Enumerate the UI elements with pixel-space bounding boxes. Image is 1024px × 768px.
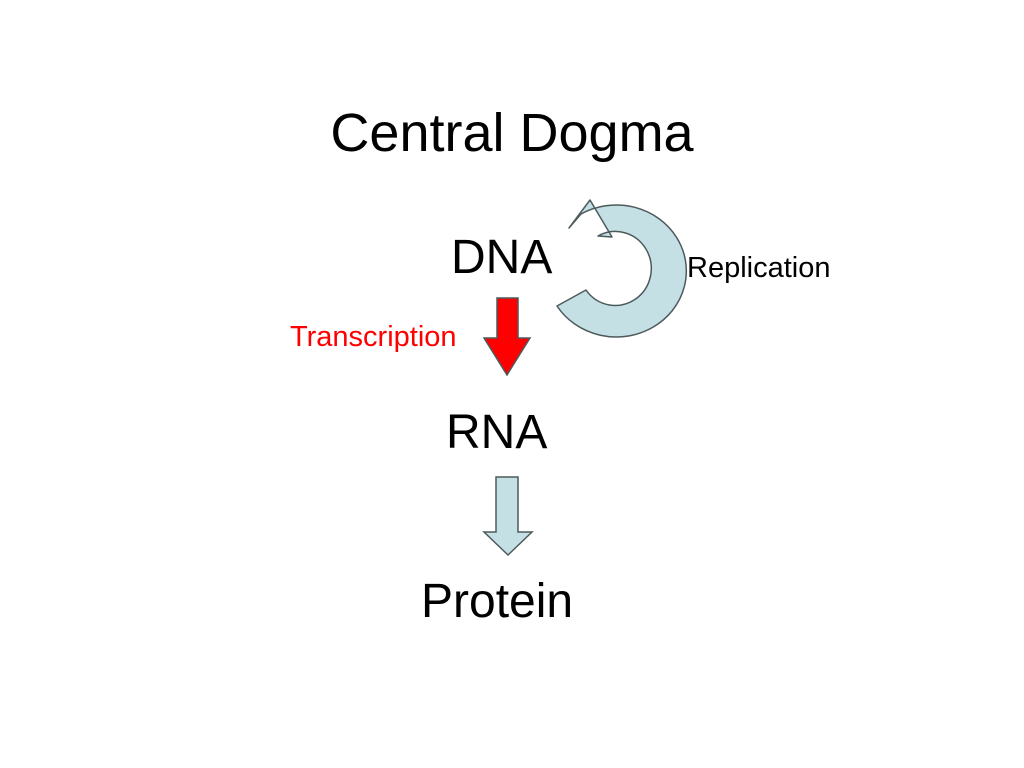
replication-arrow	[556, 199, 688, 338]
transcription-label: Transcription	[290, 321, 457, 353]
rna-node: RNA	[446, 406, 548, 459]
translation-arrow	[482, 476, 534, 557]
dna-node: DNA	[451, 231, 553, 284]
replication-label: Replication	[687, 252, 831, 284]
page-title: Central Dogma	[330, 103, 694, 163]
protein-node: Protein	[421, 575, 574, 628]
transcription-arrow	[482, 297, 532, 377]
